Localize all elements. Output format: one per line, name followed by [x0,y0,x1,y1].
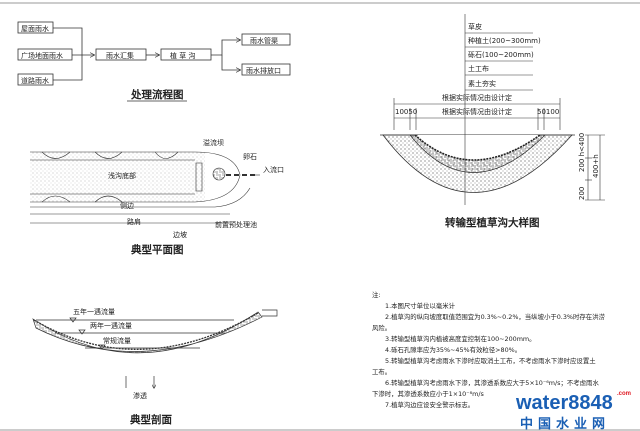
label-overflow-dam: 溢流坝 [203,138,224,147]
detail-title: 转输型植草沟大样图 [445,216,540,229]
level-two-year: 两年一遇流量 [90,321,132,330]
plan-view [30,151,260,224]
note-line: 7.植草沟边应设安全警示标志。 [385,400,474,409]
label-infiltration: 渗透 [133,391,147,400]
watermark-logo: water8848 .com 中国水业网 [515,391,631,431]
flow-box-roof [17,21,54,34]
flowchart-title: 处理流程图 [130,88,184,101]
notes: 注: 1.本图尺寸单位以毫米计 2.植草沟的纵向坡度取值范围宜为0.3%~0.2… [372,290,606,409]
watermark-cn: 中国水业网 [520,416,610,431]
design-note-1: 根据实际情况由设计定 [442,93,512,102]
note-line: 5.转输型植草沟考虑雨水下渗时应取消土工布，不考虑雨水下渗时应设置土 [385,356,596,365]
dim-left: 10050 [395,108,417,116]
note-line: 6.转输型植草沟考虑雨水下渗，其渗透系数应大于5×10⁻⁶m/s；不考虑雨水 [385,378,599,387]
flow-label-collect: 雨水汇集 [106,51,134,60]
note-line: 1.本图尺寸单位以毫米计 [385,301,456,310]
flow-box-plaza [17,48,73,61]
layer-geotextile: 土工布 [468,64,489,73]
section-view [32,309,278,388]
flow-box-outlet [241,63,291,76]
flowchart [17,21,291,102]
design-note-2: 根据实际情况由设计定 [442,107,512,116]
note-line: 风险。 [372,323,391,332]
flow-box-swale [160,48,212,61]
label-slope-edge: 侧边 [120,201,134,210]
dim-right: 50100 [537,108,559,116]
note-line: 2.植草沟的纵向坡度取值范围宜为0.3%~0.2%，当纵坡小于0.3%时存在洪涝 [385,312,606,321]
label-pebble: 卵石 [243,152,257,161]
layer-compacted-soil: 素土夯实 [468,79,496,88]
label-road-shoulder: 路肩 [127,217,141,226]
note-line: 4.砾石孔隙率应为35%~45%有效粒径>80%。 [385,345,521,354]
flow-label-swale: 植 草 沟 [170,51,195,60]
dim-v3: 400+h [592,154,600,178]
level-normal: 常规流量 [103,336,131,345]
note-line: 3.转输型植草沟内植被高度宜控制在100~200mm。 [385,334,536,343]
dim-v1: 200 [578,187,586,200]
flow-box-pipe [241,33,291,46]
note-line: 工布。 [372,367,391,376]
flow-label-plaza: 广场地面雨水 [21,51,63,60]
note-line: 下渗时，其渗透系数应小于1×10⁻⁸m/s [372,389,485,398]
layer-planting-soil: 种植土(200~300mm) [468,36,541,45]
flow-label-roof: 屋面雨水 [21,24,49,33]
flow-label-pipe: 雨水管渠 [250,36,278,45]
watermark-brand: water8848 [515,392,613,414]
label-side-slope: 边坡 [173,230,187,239]
label-inlet: 入流口 [263,165,284,174]
watermark-suffix: .com [617,391,631,397]
level-five-year: 五年一遇流量 [73,307,115,316]
swale-detail [380,14,605,205]
flow-box-road [17,73,54,86]
flow-label-outlet: 雨水排放口 [246,66,281,75]
label-channel-bottom: 浅沟底部 [108,171,136,180]
layer-gravel: 砾石(100~200mm) [468,50,534,59]
dim-v2: 200 h<400 [578,133,586,172]
section-title: 典型剖面 [130,413,172,426]
layer-turf: 草皮 [468,22,482,31]
notes-heading: 注: [372,290,381,299]
label-pretreatment: 前置预处理池 [215,220,257,229]
plan-title: 典型平面图 [131,243,184,256]
flow-label-road: 道路雨水 [21,76,49,85]
